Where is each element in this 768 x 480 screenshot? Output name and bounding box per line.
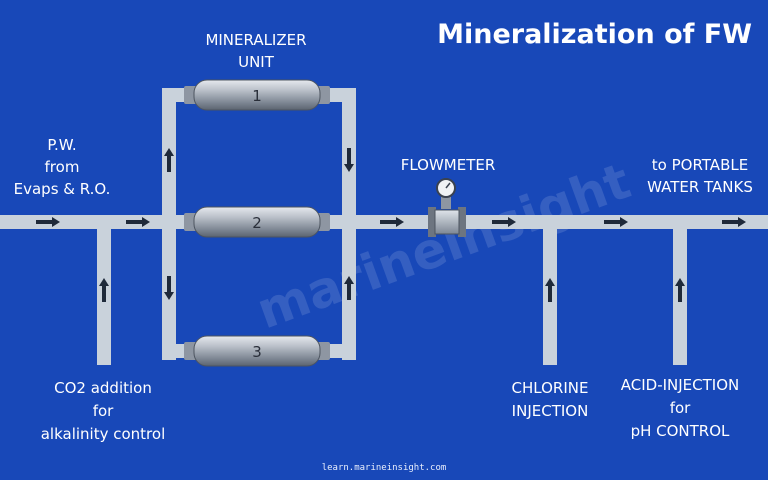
- flowmeter: [428, 178, 466, 237]
- mineralizer-label-line1: MINERALIZER: [205, 31, 306, 49]
- manifold-left-pipe: [162, 88, 176, 360]
- arrow-right-icon: [380, 217, 404, 227]
- flow-arrows-right: [36, 217, 746, 227]
- acid-label-line3: pH CONTROL: [631, 422, 730, 440]
- arrow-down-icon: [164, 276, 174, 300]
- arrow-up-icon: [99, 278, 109, 302]
- destination-label-line1: to PORTABLE: [652, 156, 748, 174]
- flow-arrows-down: [164, 148, 354, 300]
- destination-label-line2: WATER TANKS: [647, 178, 753, 196]
- chlorine-label-line1: CHLORINE: [512, 379, 589, 397]
- tank-number-2: 2: [252, 214, 262, 232]
- flowmeter-label: FLOWMETER: [401, 156, 496, 174]
- source-label-line2: from: [45, 158, 80, 176]
- acid-label-line1: ACID-INJECTION: [621, 376, 740, 394]
- source-label-line3: Evaps & R.O.: [14, 180, 111, 198]
- mineralizer-tank-2: 2: [184, 206, 330, 238]
- footer-url: learn.marineinsight.com: [322, 463, 447, 473]
- arrow-right-icon: [36, 217, 60, 227]
- chlorine-label-line2: INJECTION: [512, 402, 589, 420]
- arrow-right-icon: [604, 217, 628, 227]
- mineralizer-tank-1: 1: [184, 79, 330, 111]
- arrow-right-icon: [722, 217, 746, 227]
- arrow-right-icon: [126, 217, 150, 227]
- arrow-up-icon: [344, 276, 354, 300]
- mineralizer-tank-3: 3: [184, 335, 330, 367]
- co2-label-line3: alkalinity control: [41, 425, 166, 443]
- flow-arrows-up: [99, 148, 685, 302]
- arrow-up-icon: [164, 148, 174, 172]
- co2-label-line2: for: [93, 402, 114, 420]
- co2-label-line1: CO2 addition: [54, 379, 152, 397]
- arrow-up-icon: [675, 278, 685, 302]
- source-label-line1: P.W.: [47, 136, 76, 154]
- arrow-up-icon: [545, 278, 555, 302]
- manifold-right-pipe: [342, 88, 356, 360]
- tank-number-1: 1: [252, 87, 262, 105]
- arrow-down-icon: [344, 148, 354, 172]
- mineralizer-label-line2: UNIT: [238, 53, 275, 71]
- acid-label-line2: for: [670, 399, 691, 417]
- page-title: Mineralization of FW: [437, 19, 752, 50]
- tank-number-3: 3: [252, 343, 262, 361]
- arrow-right-icon: [492, 217, 516, 227]
